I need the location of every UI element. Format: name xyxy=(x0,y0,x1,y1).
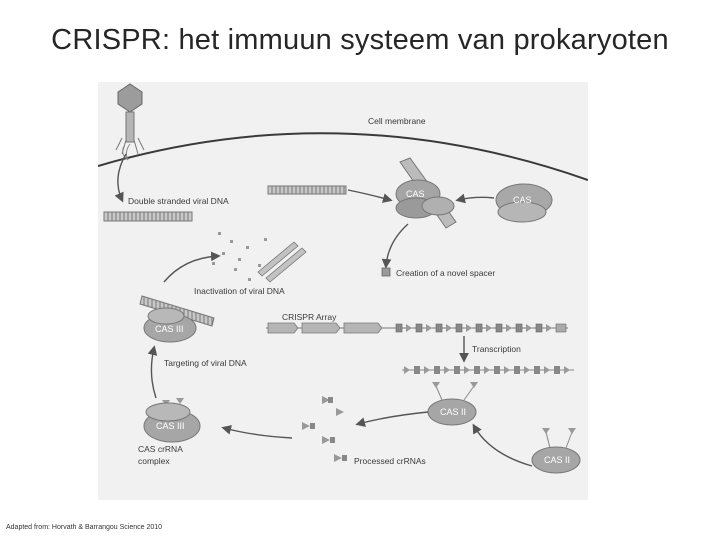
cas-iii-top-label: CAS III xyxy=(155,324,184,334)
cas-free-label: CAS xyxy=(513,195,532,205)
inactivation-label: Inactivation of viral DNA xyxy=(194,286,285,296)
novel-spacer xyxy=(381,267,391,277)
cas-crrna-complex-label-1: CAS crRNA xyxy=(138,444,183,454)
processed-crrnas xyxy=(302,396,347,462)
crispr-array-label: CRISPR Array xyxy=(282,312,337,322)
cas-iii-targeting-complex xyxy=(139,295,215,343)
cas-acquisition-complex xyxy=(395,157,457,229)
cas-recruit-arrow xyxy=(455,193,495,204)
cas-label: CAS xyxy=(406,189,425,199)
cas-iii-bottom-label: CAS III xyxy=(156,421,185,431)
viral-dna-top xyxy=(267,185,347,195)
transcription-label: Transcription xyxy=(472,344,521,354)
targeting-arrow xyxy=(147,345,158,399)
targeting-label: Targeting of viral DNA xyxy=(164,358,247,368)
creation-spacer-label: Creation of a novel spacer xyxy=(396,268,495,278)
inactivation-arrow xyxy=(163,251,221,283)
cell-membrane-label: Cell membrane xyxy=(368,116,426,126)
crispr-array xyxy=(266,322,568,334)
injection-arrow xyxy=(114,153,127,203)
figure-credit: Adapted from: Horvath & Barrangou Scienc… xyxy=(6,524,163,531)
cell-membrane xyxy=(98,132,588,181)
processed-crrnas-label: Processed crRNAs xyxy=(354,456,426,466)
cas-ii-mid-label: CAS II xyxy=(440,407,466,417)
cas-ii-recruit-arrow xyxy=(472,423,533,467)
assembly-arrow xyxy=(221,425,293,439)
viral-dna-left xyxy=(103,211,193,222)
double-stranded-viral-dna-label: Double stranded viral DNA xyxy=(128,196,229,206)
cas-ii-processing-complex xyxy=(427,382,478,426)
spacer-arrow xyxy=(381,223,409,269)
cas-ii-free-protein xyxy=(531,428,581,474)
slide-title: CRISPR: het immuun systeem van prokaryot… xyxy=(51,24,669,56)
pre-crrna-transcript xyxy=(402,366,574,374)
bacteriophage-icon xyxy=(115,83,145,161)
degraded-dna-fragments xyxy=(212,232,307,283)
crispr-diagram-svg: Cell membrane Double stranded viral DNA xyxy=(98,83,588,474)
dna-to-cas-arrow xyxy=(347,189,393,203)
cas-free-protein xyxy=(495,183,553,223)
processing-arrow xyxy=(355,411,429,427)
crispr-diagram: Cell membrane Double stranded viral DNA xyxy=(98,82,588,500)
cas-crrna-complex-label-2: complex xyxy=(138,456,170,466)
cas-ii-right-label: CAS II xyxy=(544,455,570,465)
cas-crrna-complex xyxy=(143,398,201,443)
